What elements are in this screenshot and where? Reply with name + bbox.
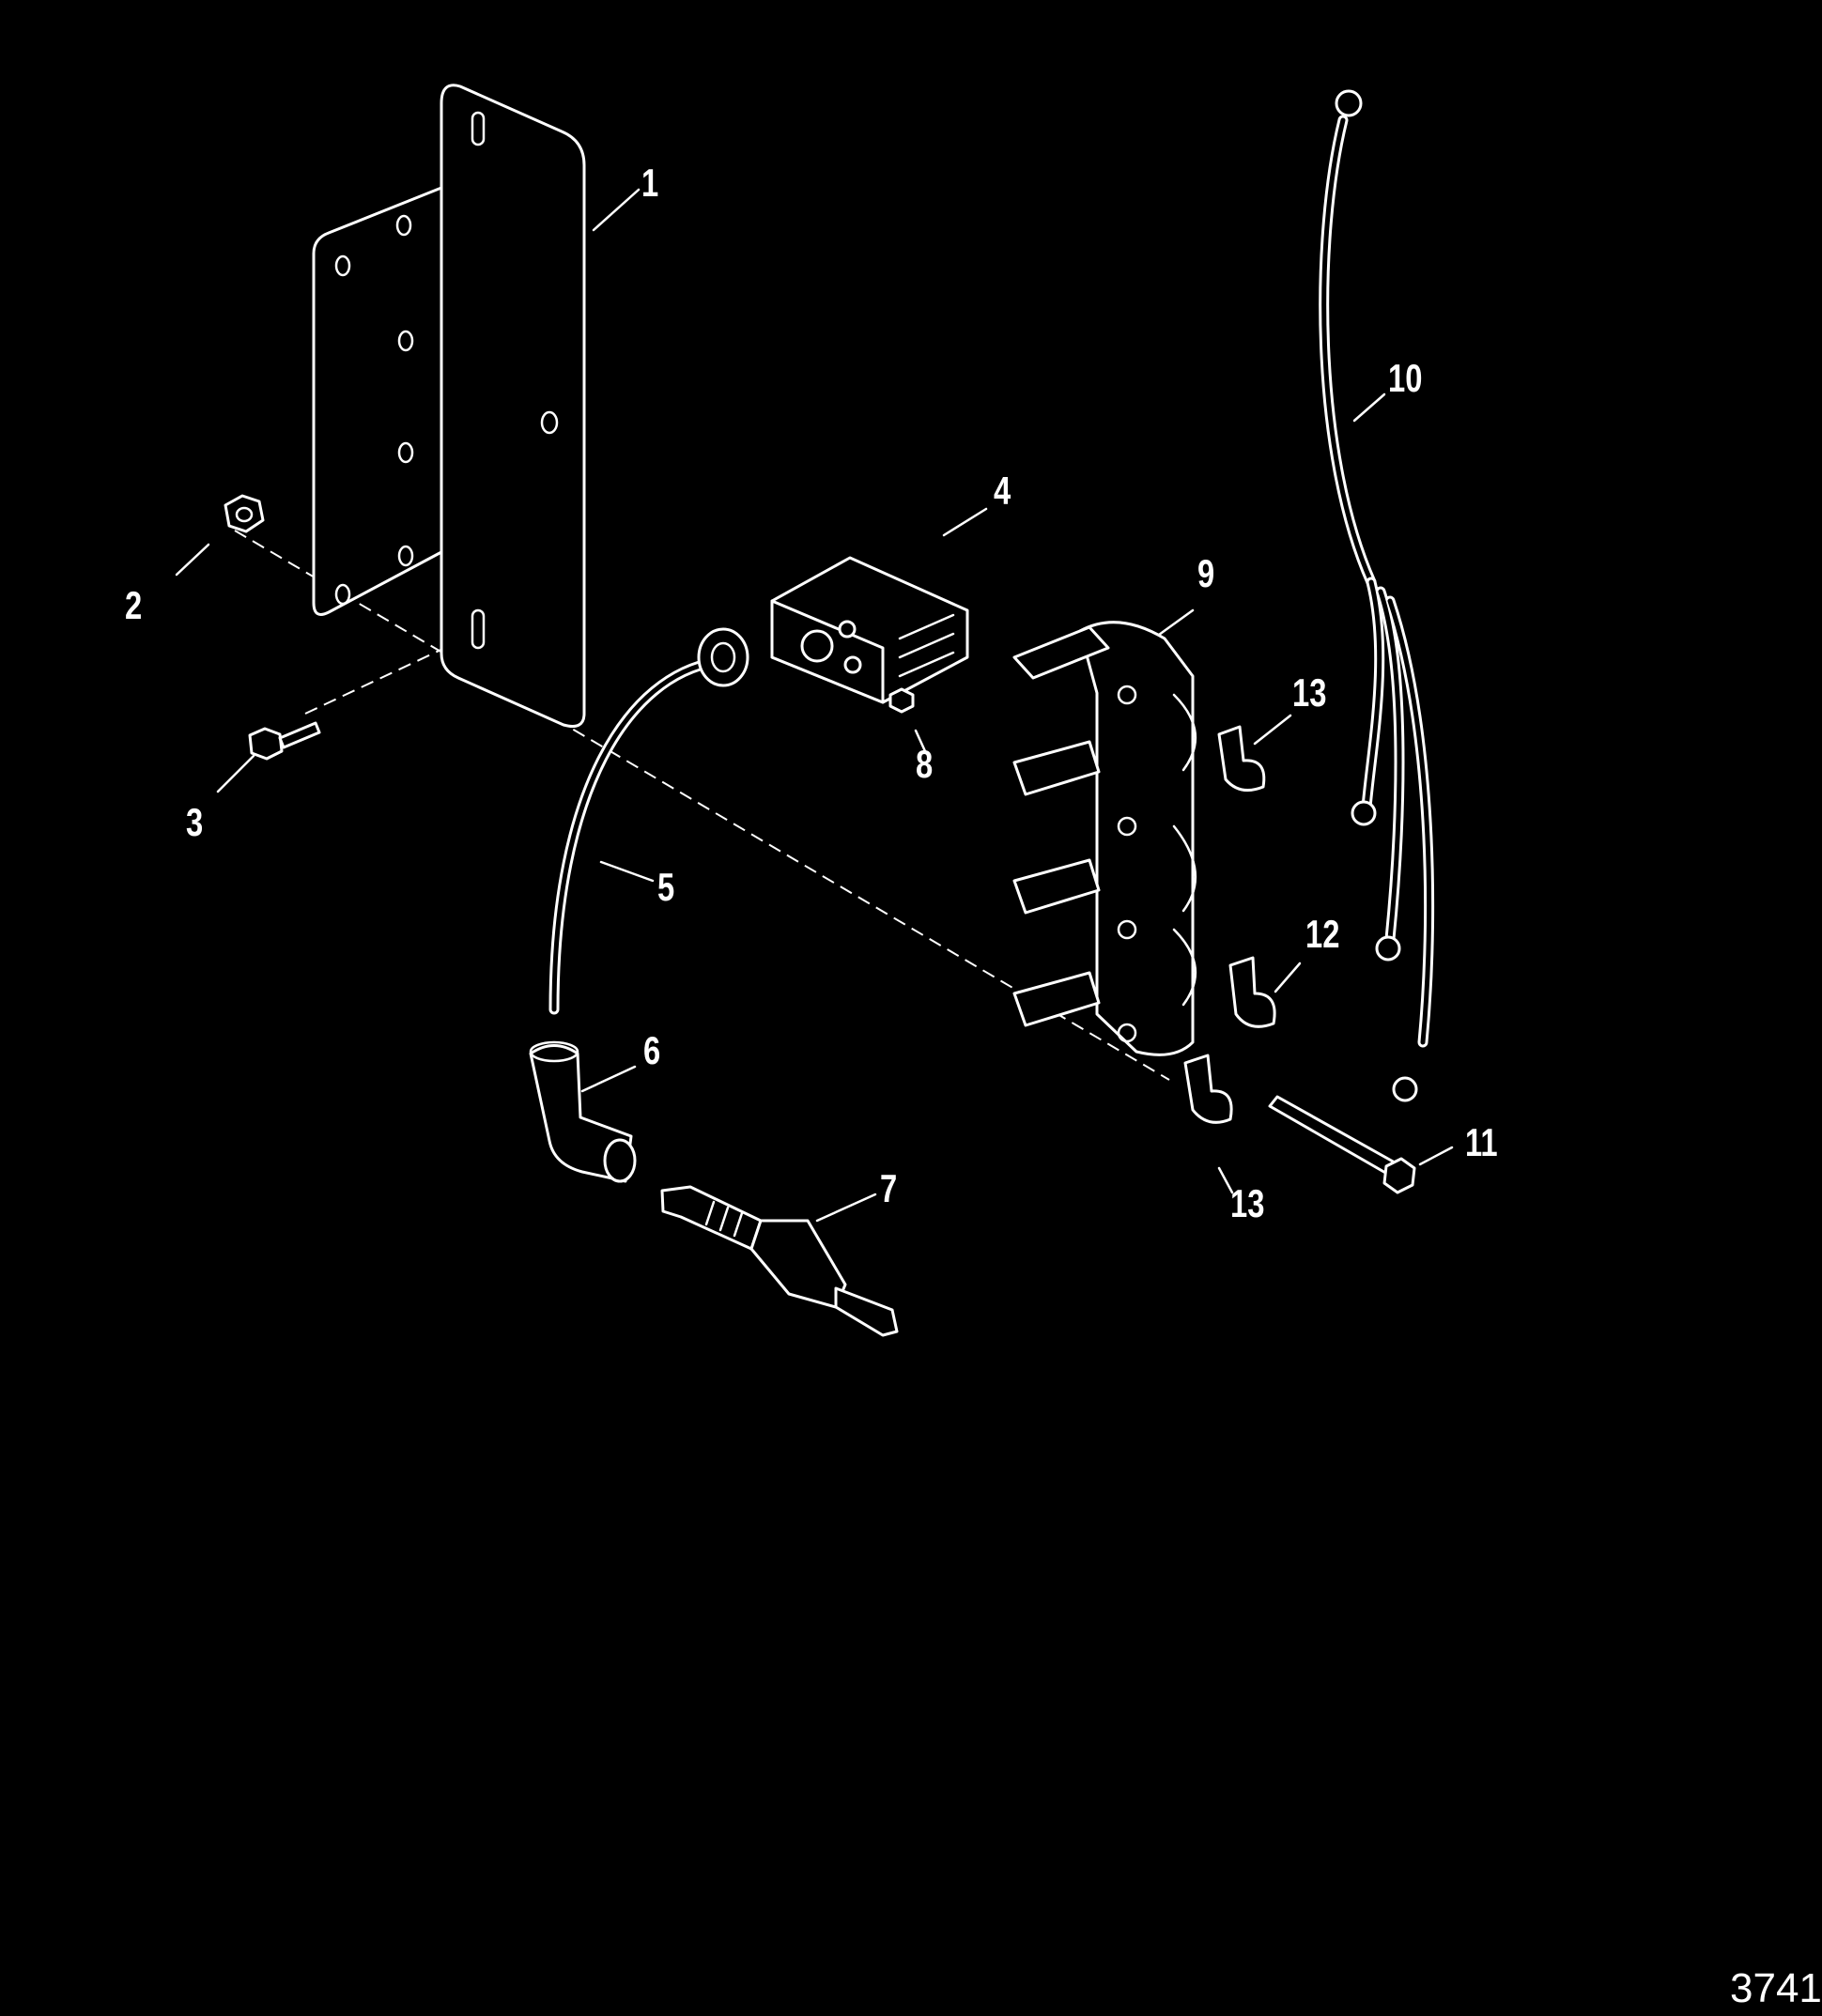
assembly-axis-lines: [234, 530, 1170, 1081]
spark-plug-boot: [529, 1040, 637, 1183]
spark-plug: [660, 1185, 899, 1337]
callout-8: 8: [916, 742, 934, 786]
high-tension-lead: [548, 627, 749, 1015]
small-nut: [888, 687, 915, 714]
ground-wire-harness: [1319, 89, 1435, 1102]
callout-10: 10: [1388, 356, 1423, 400]
callout-5: 5: [657, 865, 675, 909]
callout-9: 9: [1197, 551, 1215, 595]
callout-7: 7: [880, 1166, 898, 1210]
figure-id: 3741: [1730, 1965, 1822, 2011]
mounting-bracket: [312, 84, 586, 728]
callout-2: 2: [125, 583, 143, 627]
coil-mounting-plate: [1012, 621, 1197, 1056]
leader-lines: [175, 188, 1454, 1223]
callout-13-upper: 13: [1292, 670, 1327, 715]
callout-1: 1: [641, 161, 659, 205]
cable-clip-upper: [1217, 725, 1266, 793]
callout-11: 11: [1465, 1120, 1498, 1164]
cable-clip-lower: [1183, 1054, 1233, 1124]
bolt: [1268, 1095, 1416, 1194]
callout-4: 4: [994, 469, 1011, 513]
cable-clip-middle: [1228, 956, 1276, 1028]
ignition-coil: [770, 556, 969, 704]
callout-6: 6: [643, 1028, 661, 1072]
callout-3: 3: [186, 800, 204, 844]
callout-12: 12: [1305, 912, 1340, 956]
screw: [248, 721, 321, 761]
hex-nut: [224, 494, 265, 533]
callout-13-lower: 13: [1230, 1181, 1265, 1225]
